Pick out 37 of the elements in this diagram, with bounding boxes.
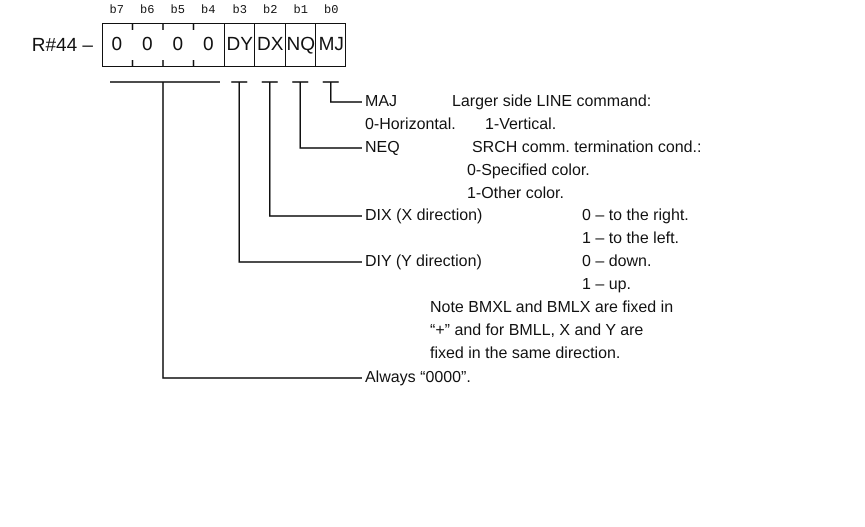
leader-line (261, 81, 363, 217)
field-name: DIY (Y direction) (365, 252, 482, 272)
bit-number: b3 (232, 2, 247, 16)
bit-number: b6 (140, 2, 154, 16)
field-abbreviation: MJ (318, 32, 345, 56)
bit-value: 0 (140, 32, 154, 56)
field-name: DIX (X direction) (365, 206, 482, 226)
description-text: 0 – to the right. (582, 206, 689, 226)
description-text: 0-Horizontal. (365, 115, 456, 135)
leader-line (292, 81, 363, 149)
description-text: 0-Specified color. (467, 161, 590, 181)
field-abbreviation: NQ (286, 32, 316, 56)
bit-value: 0 (202, 32, 215, 56)
bit-value: 0 (171, 32, 184, 56)
field-name: MAJ (365, 92, 397, 112)
description-text: 0 – down. (582, 252, 652, 272)
description-text: 1 – up. (582, 275, 631, 295)
description-text: 1-Vertical. (485, 115, 556, 135)
field-abbreviation: DY (226, 32, 254, 56)
description-text: 1 – to the left. (582, 229, 679, 249)
note-text: Note BMXL and BMLX are fixed in “+” and for BMLL, X and Y are fixed in the same direction. (430, 298, 674, 364)
bit-value: 0 (110, 32, 124, 56)
description-text: 1-Other color. (467, 184, 564, 204)
bit-number: b2 (263, 2, 278, 16)
bit-number: b5 (170, 2, 185, 16)
register-name: R#44 – (32, 34, 93, 57)
bit-number: b4 (201, 2, 216, 16)
field-name: Always “0000”. (365, 368, 471, 388)
description-text: Larger side LINE command: (452, 92, 652, 112)
field-abbreviation: DX (256, 32, 284, 56)
leader-line (322, 81, 363, 103)
bit-number: b7 (110, 2, 124, 16)
field-name: NEQ (365, 138, 400, 158)
bit-number: b0 (324, 2, 338, 16)
description-text: SRCH comm. termination cond.: (472, 138, 702, 158)
bit-number: b1 (294, 2, 308, 16)
leader-line (230, 81, 363, 263)
